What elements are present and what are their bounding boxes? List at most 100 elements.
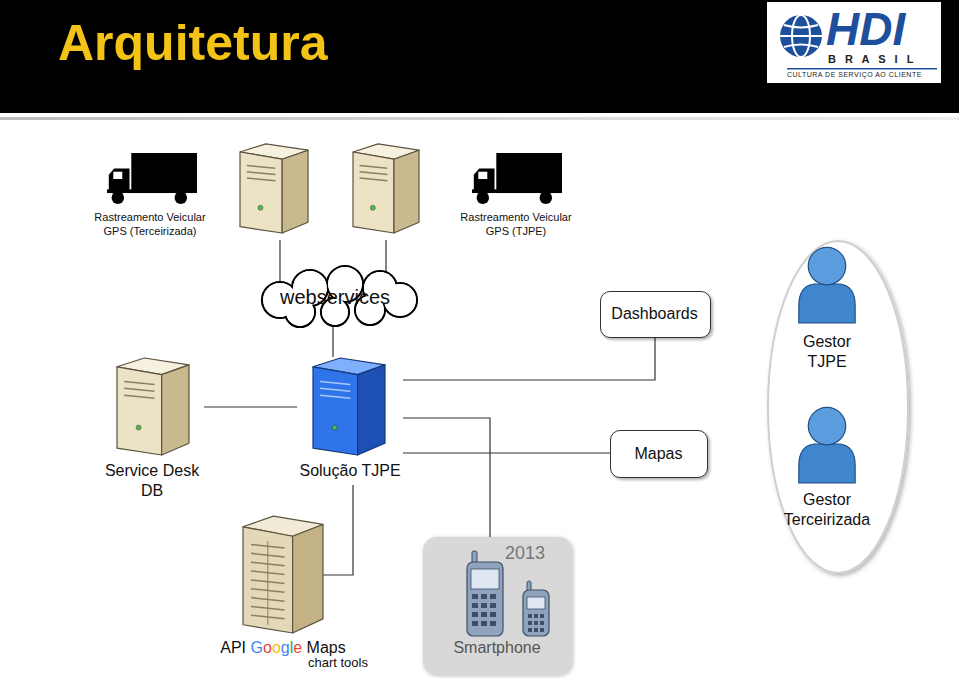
server-front <box>240 152 282 233</box>
truck-body <box>496 153 562 190</box>
phone-key <box>490 594 496 599</box>
power-led <box>258 205 263 210</box>
truck-wheel <box>175 191 187 203</box>
drive-slot <box>247 178 276 181</box>
phone-key <box>472 603 478 608</box>
drive-slot <box>124 382 154 385</box>
phone-screen <box>527 597 545 609</box>
system-node: Solução TJPE <box>297 357 403 485</box>
power-led <box>332 425 337 430</box>
header-bar <box>0 0 959 113</box>
connector-line <box>332 325 333 357</box>
device-panel: 2013Smartphone <box>423 537 572 675</box>
server-side <box>293 524 323 633</box>
phone-key <box>490 621 496 626</box>
phone-key <box>481 612 487 617</box>
slide-title: Arquitetura <box>58 12 327 75</box>
server-icon <box>240 143 308 233</box>
system-node: Gestor TJPE <box>782 245 872 370</box>
rack-icon <box>243 515 323 633</box>
system-node: Service Desk DB <box>100 357 204 497</box>
phone-key <box>534 628 538 632</box>
phone-key <box>540 621 544 625</box>
brand-letter: g <box>281 639 290 656</box>
power-led <box>370 205 375 210</box>
word-space <box>246 639 250 656</box>
node-caption: Rastreamento Veicular GPS (Terceirizada) <box>88 211 212 239</box>
node-caption: Smartphone <box>453 638 540 658</box>
connector-line <box>279 240 280 282</box>
managers-ellipse <box>768 241 908 573</box>
server-side <box>162 365 189 455</box>
connector-line <box>323 485 353 575</box>
server-icon <box>313 357 385 455</box>
truck-icon <box>472 153 562 205</box>
connector-line <box>403 418 490 537</box>
logo-bar <box>787 68 937 70</box>
drive-slot <box>320 395 350 398</box>
system-node: Rastreamento Veicular GPS (TJPE) <box>350 128 566 240</box>
phone-key <box>540 628 544 632</box>
node-label: webservices <box>280 285 390 310</box>
phone-key <box>490 612 496 617</box>
node-label: Mapas <box>634 444 682 464</box>
truck-window <box>478 172 487 179</box>
phone-key <box>481 621 487 626</box>
phone-body <box>467 562 503 636</box>
truck-wheel <box>540 191 552 203</box>
phone-key <box>472 594 478 599</box>
phone-key <box>528 628 532 632</box>
drive-slot <box>360 178 388 181</box>
person-icon <box>795 405 859 483</box>
drive-slot <box>247 172 276 175</box>
server-icon <box>117 357 189 455</box>
node-caption: Service Desk DB <box>100 461 204 501</box>
system-node: API Google Mapschart tools <box>243 515 323 633</box>
header-rule <box>0 117 959 120</box>
node-caption: chart tools <box>308 655 368 671</box>
phone-key <box>481 603 487 608</box>
system-node: Rastreamento Veicular GPS (Terceirizada) <box>95 133 313 240</box>
phone-key <box>528 621 532 625</box>
phone-key <box>534 621 538 625</box>
word: API <box>220 639 246 656</box>
connector-line <box>403 338 655 380</box>
phone-screen <box>471 569 499 589</box>
phone-key <box>472 612 478 617</box>
connector-line <box>403 452 610 453</box>
phone-key <box>490 603 496 608</box>
connector-line <box>204 406 297 407</box>
view-box: Dashboards <box>600 291 711 338</box>
person-body <box>799 284 855 323</box>
brand-letter: o <box>272 639 281 656</box>
drive-slot <box>124 388 154 391</box>
drive-slot <box>247 166 276 169</box>
server-front <box>313 367 358 455</box>
truck-icon <box>107 153 197 205</box>
node-label: Dashboards <box>611 304 697 324</box>
power-led <box>136 425 141 430</box>
phone-key <box>540 614 544 618</box>
phone-key <box>528 614 532 618</box>
server-front <box>243 527 293 633</box>
phone-body <box>523 590 549 636</box>
truck-wheel <box>112 191 124 203</box>
phone-key <box>481 594 487 599</box>
server-front <box>117 367 162 455</box>
truck-cab <box>109 169 130 192</box>
truck-body <box>131 153 197 190</box>
node-caption: Rastreamento Veicular GPS (TJPE) <box>454 211 578 239</box>
logo-country: B R A S I L <box>828 53 916 65</box>
person-body <box>799 444 855 483</box>
brand-letter: e <box>293 639 302 656</box>
logo-word: HDI <box>826 4 905 55</box>
server-side <box>282 150 308 233</box>
phone-key <box>472 621 478 626</box>
word-space <box>302 639 306 656</box>
brand-letter: G <box>251 639 263 656</box>
brand-letter: o <box>263 639 272 656</box>
node-caption: Solução TJPE <box>299 461 400 481</box>
logo-slogan: CULTURA DE SERVIÇO AO CLIENTE <box>787 71 922 79</box>
truck-wheel <box>477 191 489 203</box>
node-caption: Gestor TJPE <box>782 332 872 372</box>
